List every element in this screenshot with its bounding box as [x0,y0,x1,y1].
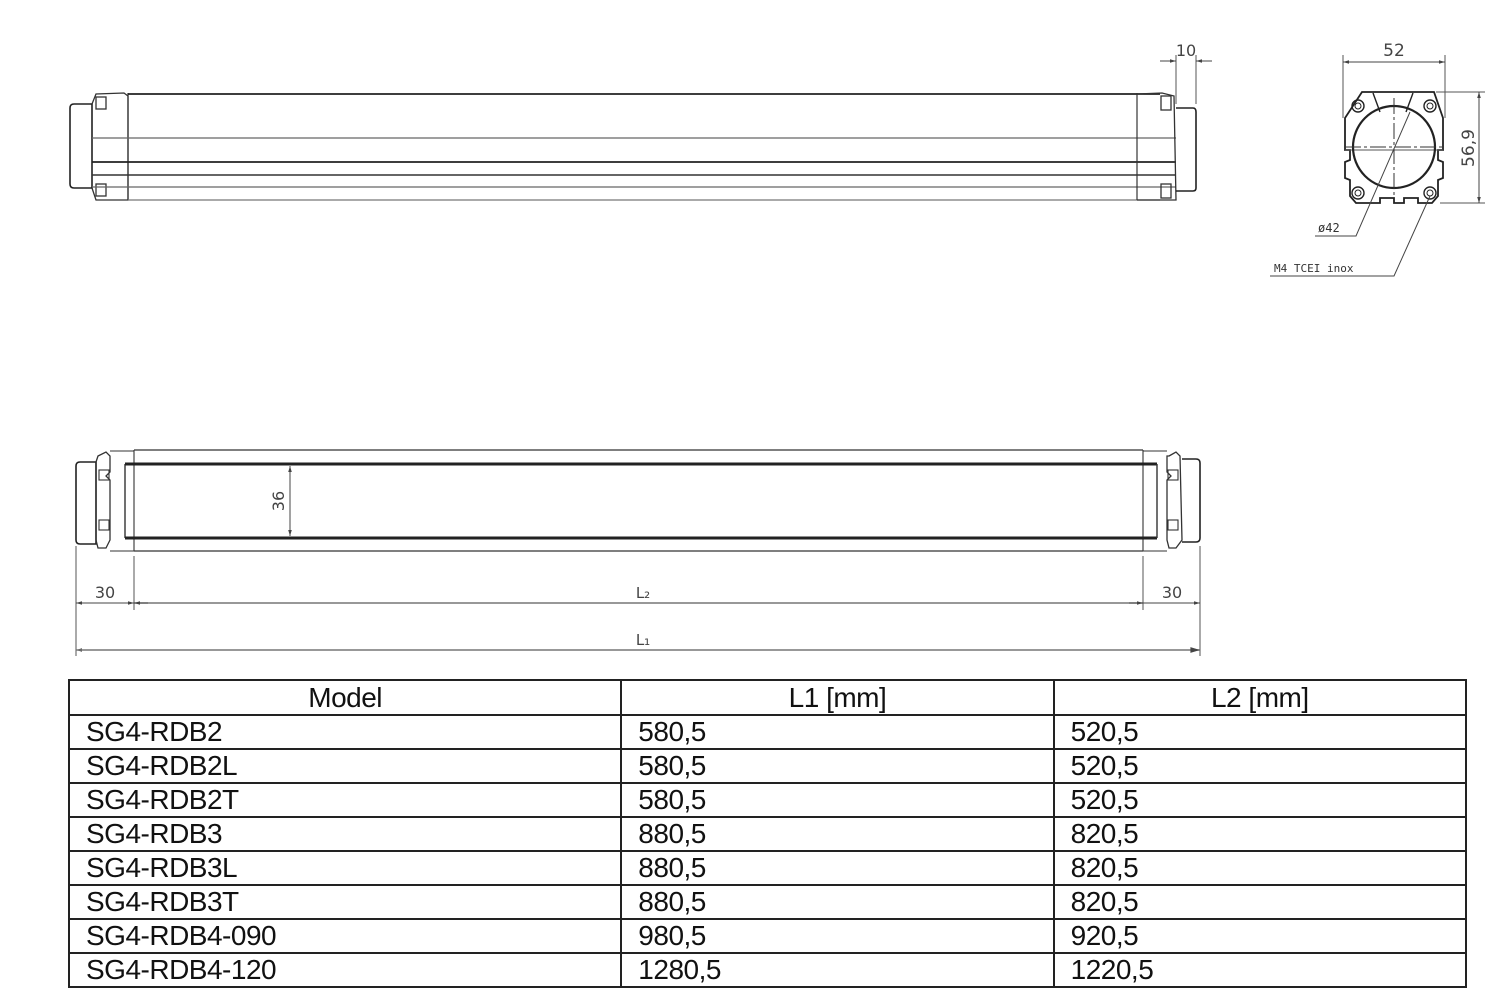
side-view [75,449,1201,656]
cell-l1: 580,5 [620,748,1055,784]
dim-width: 52 [1383,41,1405,61]
cell-l2: 1220,5 [1052,952,1468,988]
cell-l2: 820,5 [1052,850,1468,886]
dim-bore-diameter: ø42 [1318,221,1340,235]
cell-model: SG4-RDB2L [67,748,623,784]
header-model: Model [67,679,623,716]
screw-callout: M4 TCEI inox [1274,262,1354,275]
dim-inner-height: 36 [269,491,288,511]
cell-l1: 1280,5 [620,952,1055,988]
header-l1: L1 [mm] [620,679,1055,716]
cell-l1: 880,5 [620,816,1055,852]
dim-overall-length-label: L₁ [636,631,650,649]
cell-l1: 580,5 [620,782,1055,818]
cell-l1: 980,5 [620,918,1055,954]
dim-inner-length-label: L₂ [636,584,650,602]
table-row: SG4-RDB3T 880,5 820,5 [67,884,1468,920]
table-row: SG4-RDB4-090 980,5 920,5 [67,918,1468,954]
cell-model: SG4-RDB3 [67,816,623,852]
cell-l1: 880,5 [620,884,1055,920]
cell-model: SG4-RDB2T [67,782,623,818]
cell-l2: 520,5 [1052,748,1468,784]
dimensions-table: Model L1 [mm] L2 [mm] SG4-RDB2 580,5 520… [67,679,1468,988]
cell-l2: 520,5 [1052,782,1468,818]
dim-end-offset: 10 [1176,41,1196,60]
dim-left-offset: 30 [95,583,115,602]
table-row: SG4-RDB4-120 1280,5 1220,5 [67,952,1468,988]
cell-model: SG4-RDB3T [67,884,623,920]
table-row: SG4-RDB3L 880,5 820,5 [67,850,1468,886]
table-row: SG4-RDB3 880,5 820,5 [67,816,1468,852]
technical-drawing: 10 52 56,9 ø42 M4 TCEI inox [69,41,1485,656]
dim-height: 56,9 [1459,129,1479,167]
header-l2: L2 [mm] [1052,679,1468,716]
cell-l2: 520,5 [1052,714,1468,750]
cell-model: SG4-RDB3L [67,850,623,886]
cell-model: SG4-RDB2 [67,714,623,750]
cell-model: SG4-RDB4-120 [67,952,623,988]
dim-right-offset: 30 [1162,583,1182,602]
cell-l1: 880,5 [620,850,1055,886]
cell-l2: 820,5 [1052,816,1468,852]
cell-l2: 920,5 [1052,918,1468,954]
cell-l2: 820,5 [1052,884,1468,920]
end-view [1270,55,1485,277]
cell-model: SG4-RDB4-090 [67,918,623,954]
table-header-row: Model L1 [mm] L2 [mm] [67,679,1468,716]
cell-l1: 580,5 [620,714,1055,750]
table-row: SG4-RDB2 580,5 520,5 [67,714,1468,750]
top-view [69,55,1212,201]
table-row: SG4-RDB2L 580,5 520,5 [67,748,1468,784]
table-row: SG4-RDB2T 580,5 520,5 [67,782,1468,818]
